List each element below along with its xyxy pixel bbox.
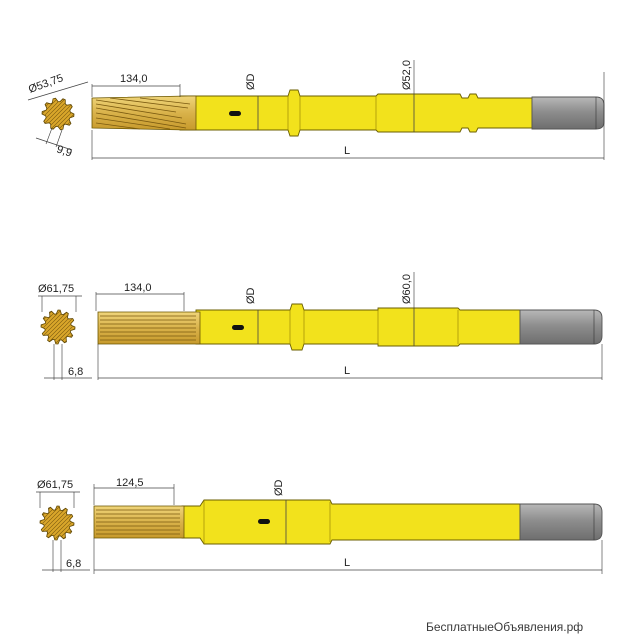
spline-width-label-1: 9,9 — [55, 143, 73, 159]
spline-width-label-2: 6,8 — [68, 366, 83, 378]
end-section-1 — [531, 96, 605, 130]
spline-gear-outline — [40, 309, 76, 345]
overall-length-label-3: L — [344, 557, 350, 569]
section-diameter-label-2: Ø61,75 — [38, 283, 74, 295]
flushing-slot-1 — [229, 111, 241, 116]
section-diameter-label-3: Ø61,75 — [37, 479, 73, 491]
overall-length-label-1: L — [344, 145, 350, 157]
shank-body-2 — [195, 303, 521, 351]
mid-diameter-label-1: Ø52,0 — [401, 60, 413, 90]
overall-length-label-2: L — [344, 365, 350, 377]
spline-gear-outline — [39, 505, 75, 541]
section-diameter-leader-1 — [27, 81, 89, 101]
spline-width-ext-a-1 — [45, 127, 53, 145]
spline-width-ext-b-1 — [55, 129, 63, 148]
cross-section-3 — [39, 505, 75, 541]
section-diameter-label-1: Ø53,75 — [27, 72, 65, 96]
shank-drawing-2: Ø61,75 6,8 134,0 ØD — [38, 272, 603, 380]
body-diameter-label-2: ØD — [245, 287, 257, 304]
spline-length-label-2: 134,0 — [124, 282, 152, 294]
mid-diameter-label-2: Ø60,0 — [401, 274, 413, 304]
cross-section-2 — [40, 309, 76, 345]
end-section-2 — [519, 309, 603, 345]
straight-grooves-2 — [100, 315, 196, 341]
shank-drawing-1: Ø53,75 9,9 134,0 — [27, 60, 605, 160]
shank-drawing-3: Ø61,75 6,8 124,5 ØD L — [36, 477, 603, 574]
spline-length-label-3: 124,5 — [116, 477, 144, 489]
flushing-slot-3 — [258, 519, 270, 524]
flushing-slot-2 — [232, 325, 244, 330]
helical-grooves-1 — [95, 97, 191, 130]
watermark: БесплатныеОбъявления.рф — [426, 620, 583, 634]
shank-body-3 — [181, 499, 521, 545]
straight-grooves-3 — [96, 509, 180, 535]
end-section-3 — [519, 503, 603, 541]
spline-width-line-1 — [35, 137, 73, 151]
spline-width-label-3: 6,8 — [66, 558, 81, 570]
spline-length-label-1: 134,0 — [120, 73, 148, 85]
body-diameter-label-3: ØD — [273, 479, 285, 496]
body-diameter-label-1: ØD — [245, 73, 257, 90]
